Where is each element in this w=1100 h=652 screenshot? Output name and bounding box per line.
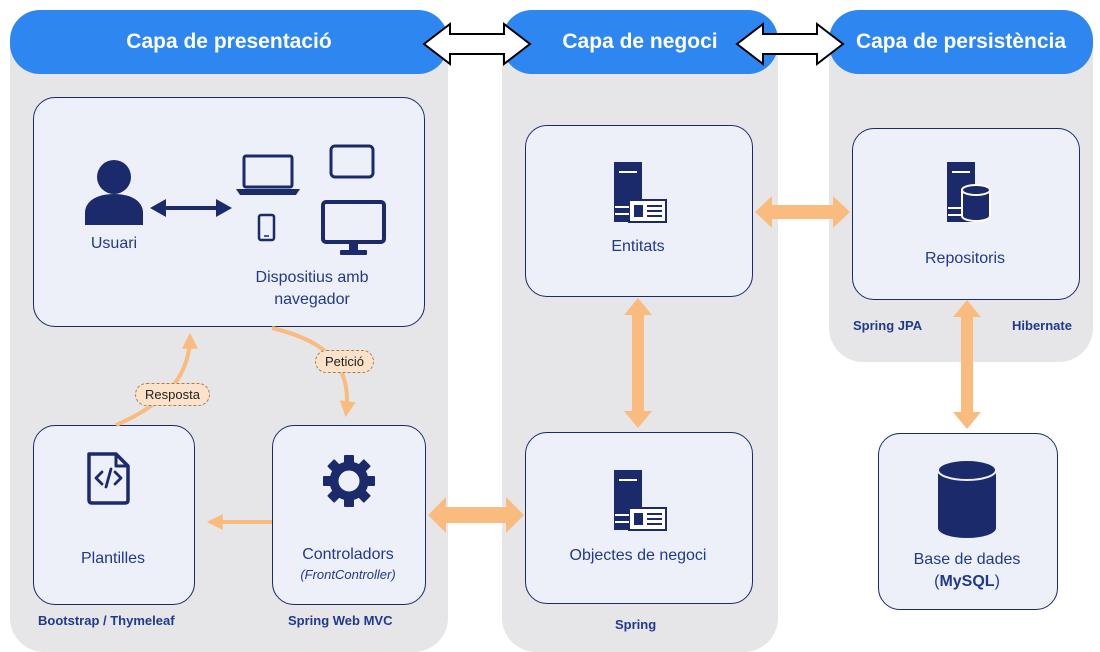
- presentation-business-double-arrow: [422, 21, 532, 67]
- hibernate-footer: Hibernate: [1012, 318, 1072, 333]
- database-icon: [937, 459, 997, 538]
- diagram-graphics: [85, 21, 997, 538]
- entities-label: Entitats: [611, 238, 665, 255]
- devices-label: Dispositius amb navegador: [222, 267, 402, 311]
- business-layer-header: Capa de negoci: [502, 10, 778, 74]
- response-tag: Resposta: [135, 383, 210, 406]
- request-tag: Petició: [315, 350, 375, 373]
- persistence-layer-header: Capa de persistència: [829, 10, 1093, 74]
- entities-repositories-arrow: [755, 196, 850, 228]
- user-label: Usuari: [90, 235, 138, 252]
- monitor-icon: [321, 200, 386, 255]
- spring-footer: Spring: [615, 617, 657, 632]
- phone-icon: [257, 213, 276, 242]
- server-database-icon: [947, 162, 991, 222]
- response-arrow: [115, 332, 198, 427]
- database-open-paren: (: [934, 573, 940, 590]
- laptop-icon: [236, 154, 300, 195]
- controllers-business-objects-arrow: [428, 497, 524, 533]
- database-label-line-2: (MySQL): [878, 571, 1056, 593]
- database-close-paren: ): [994, 573, 1000, 590]
- database-label-line-1: Base de dades: [913, 551, 1021, 568]
- repositories-database-arrow: [953, 300, 981, 429]
- templates-label: Plantilles: [80, 550, 146, 567]
- repositories-label: Repositoris: [924, 250, 1006, 267]
- server-icon: [614, 470, 667, 531]
- business-objects-label: Objectes de negoci: [569, 547, 707, 564]
- gear-icon: [323, 455, 375, 507]
- tablet-icon: [329, 144, 375, 179]
- user-device-double-arrow: [150, 199, 232, 217]
- bootstrap-thymeleaf-footer: Bootstrap / Thymeleaf: [38, 613, 175, 628]
- business-persistence-double-arrow: [735, 21, 845, 67]
- spring-jpa-footer: Spring JPA: [853, 318, 923, 333]
- database-name: MySQL: [939, 573, 995, 590]
- controllers-label-line-1: Controladors: [302, 546, 394, 563]
- controllers-label: Controladors (FrontController): [272, 544, 424, 584]
- database-label: Base de dades (MySQL): [878, 549, 1056, 593]
- presentation-layer-header: Capa de presentació: [10, 10, 448, 74]
- devices-label-line-1: Dispositius amb: [255, 269, 369, 286]
- devices-label-line-2: navegador: [274, 291, 350, 308]
- spring-web-mvc-footer: Spring Web MVC: [288, 613, 393, 628]
- controllers-subtitle: (FrontController): [300, 567, 396, 582]
- code-file-icon: [87, 452, 130, 505]
- user-icon: [85, 160, 143, 225]
- server-icon: [614, 162, 667, 223]
- entities-business-objects-arrow: [624, 298, 652, 428]
